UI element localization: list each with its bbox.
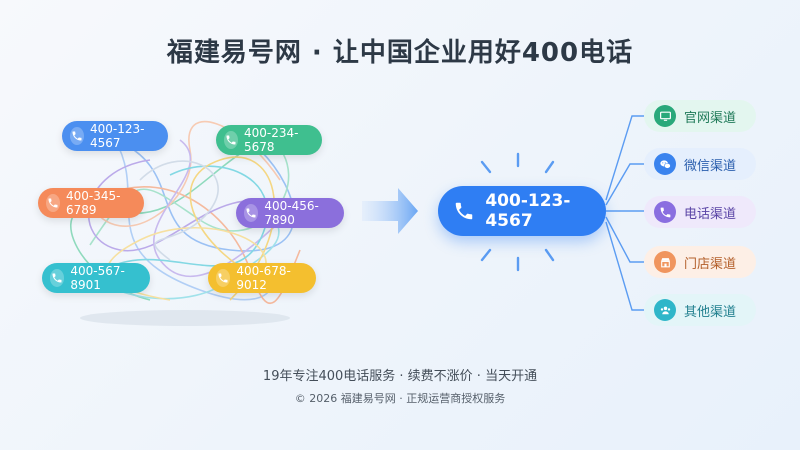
phone-icon	[224, 131, 238, 149]
channel-label: 官网渠道	[684, 110, 737, 126]
number-pill[interactable]: 400-345-6789	[38, 188, 144, 218]
arrow-right-icon	[362, 188, 418, 234]
number-pill[interactable]: 400-456-7890	[236, 198, 344, 228]
channel-label: 门店渠道	[684, 256, 737, 272]
page-title: 福建易号网 · 让中国企业用好400电话	[166, 38, 634, 68]
channel-wechat[interactable]: 微信渠道	[644, 148, 756, 180]
people-icon	[654, 299, 676, 321]
phone-icon	[244, 204, 259, 222]
number-pill[interactable]: 400-234-5678	[216, 125, 322, 155]
phone-icon	[46, 194, 60, 212]
phone-icon	[654, 201, 676, 223]
number-pill[interactable]: 400-123-4567	[62, 121, 168, 151]
channel-website[interactable]: 官网渠道	[644, 100, 756, 132]
phone-icon	[50, 269, 65, 287]
channel-label: 电话渠道	[684, 206, 737, 222]
signal-rays	[480, 152, 555, 272]
number-label: 400-678-9012	[236, 264, 291, 292]
store-icon	[654, 251, 676, 273]
number-label: 400-345-6789	[65, 189, 121, 217]
phone-icon	[216, 269, 231, 287]
number-label: 400-123-4567	[89, 122, 145, 150]
footer-slogan: 19年专注400电话服务 · 续费不涨价 · 当天开通	[262, 369, 538, 384]
number-label: 400-567-8901	[70, 264, 125, 292]
phone-icon	[450, 196, 477, 226]
main-number-label: 400-123-4567	[485, 191, 571, 231]
channel-other[interactable]: 其他渠道	[644, 294, 756, 326]
channel-label: 其他渠道	[684, 304, 737, 320]
number-label: 400-234-5678	[243, 126, 299, 154]
tangled-lines	[70, 121, 301, 305]
channel-connectors	[605, 115, 644, 311]
channel-phone[interactable]: 电话渠道	[644, 196, 756, 228]
footer-copyright: © 2026 福建易号网 · 正规运营商授权服务	[294, 392, 506, 405]
main-number-pill[interactable]: 400-123-4567	[438, 186, 606, 236]
number-label: 400-456-7890	[264, 199, 319, 227]
number-pill[interactable]: 400-678-9012	[208, 263, 316, 293]
phone-icon	[70, 127, 84, 145]
channel-label: 微信渠道	[684, 158, 737, 174]
channel-store[interactable]: 门店渠道	[644, 246, 756, 278]
tangle-shadow	[80, 310, 290, 326]
number-pill[interactable]: 400-567-8901	[42, 263, 150, 293]
monitor-icon	[654, 105, 676, 127]
wechat-icon	[654, 153, 676, 175]
